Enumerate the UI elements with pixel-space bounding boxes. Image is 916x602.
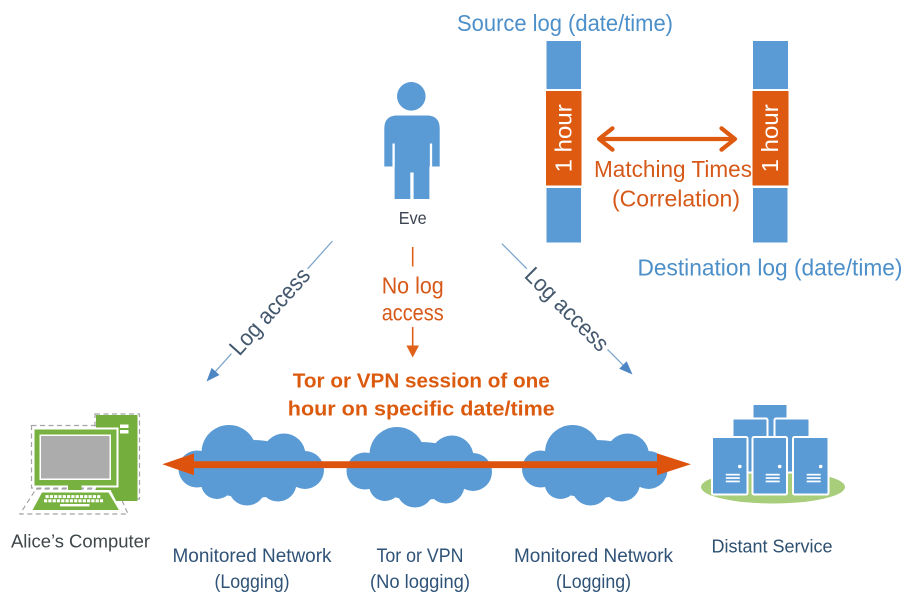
- svg-text:Distant Service: Distant Service: [712, 537, 833, 557]
- svg-text:1 hour: 1 hour: [757, 104, 783, 172]
- svg-text:Monitored Network: Monitored Network: [514, 545, 673, 567]
- svg-text:Tor or VPN: Tor or VPN: [377, 545, 464, 567]
- svg-text:hour on specific date/time: hour on specific date/time: [288, 399, 555, 421]
- svg-text:(No logging): (No logging): [370, 571, 470, 593]
- svg-text:(Logging): (Logging): [215, 571, 290, 593]
- svg-text:Eve: Eve: [399, 208, 427, 228]
- svg-text:access: access: [382, 300, 444, 326]
- svg-text:Destination log (date/time): Destination log (date/time): [638, 255, 903, 281]
- svg-text:Source log (date/time): Source log (date/time): [457, 10, 673, 36]
- svg-text:Alice’s Computer: Alice’s Computer: [11, 531, 150, 552]
- svg-text:(Correlation): (Correlation): [612, 185, 740, 211]
- svg-text:No log: No log: [382, 273, 444, 299]
- svg-text:1 hour: 1 hour: [551, 104, 577, 172]
- svg-text:Monitored Network: Monitored Network: [173, 545, 332, 567]
- svg-text:Matching Times: Matching Times: [594, 156, 752, 182]
- svg-text:(Logging): (Logging): [556, 571, 631, 593]
- svg-text:Tor or VPN session of one: Tor or VPN session of one: [293, 371, 550, 393]
